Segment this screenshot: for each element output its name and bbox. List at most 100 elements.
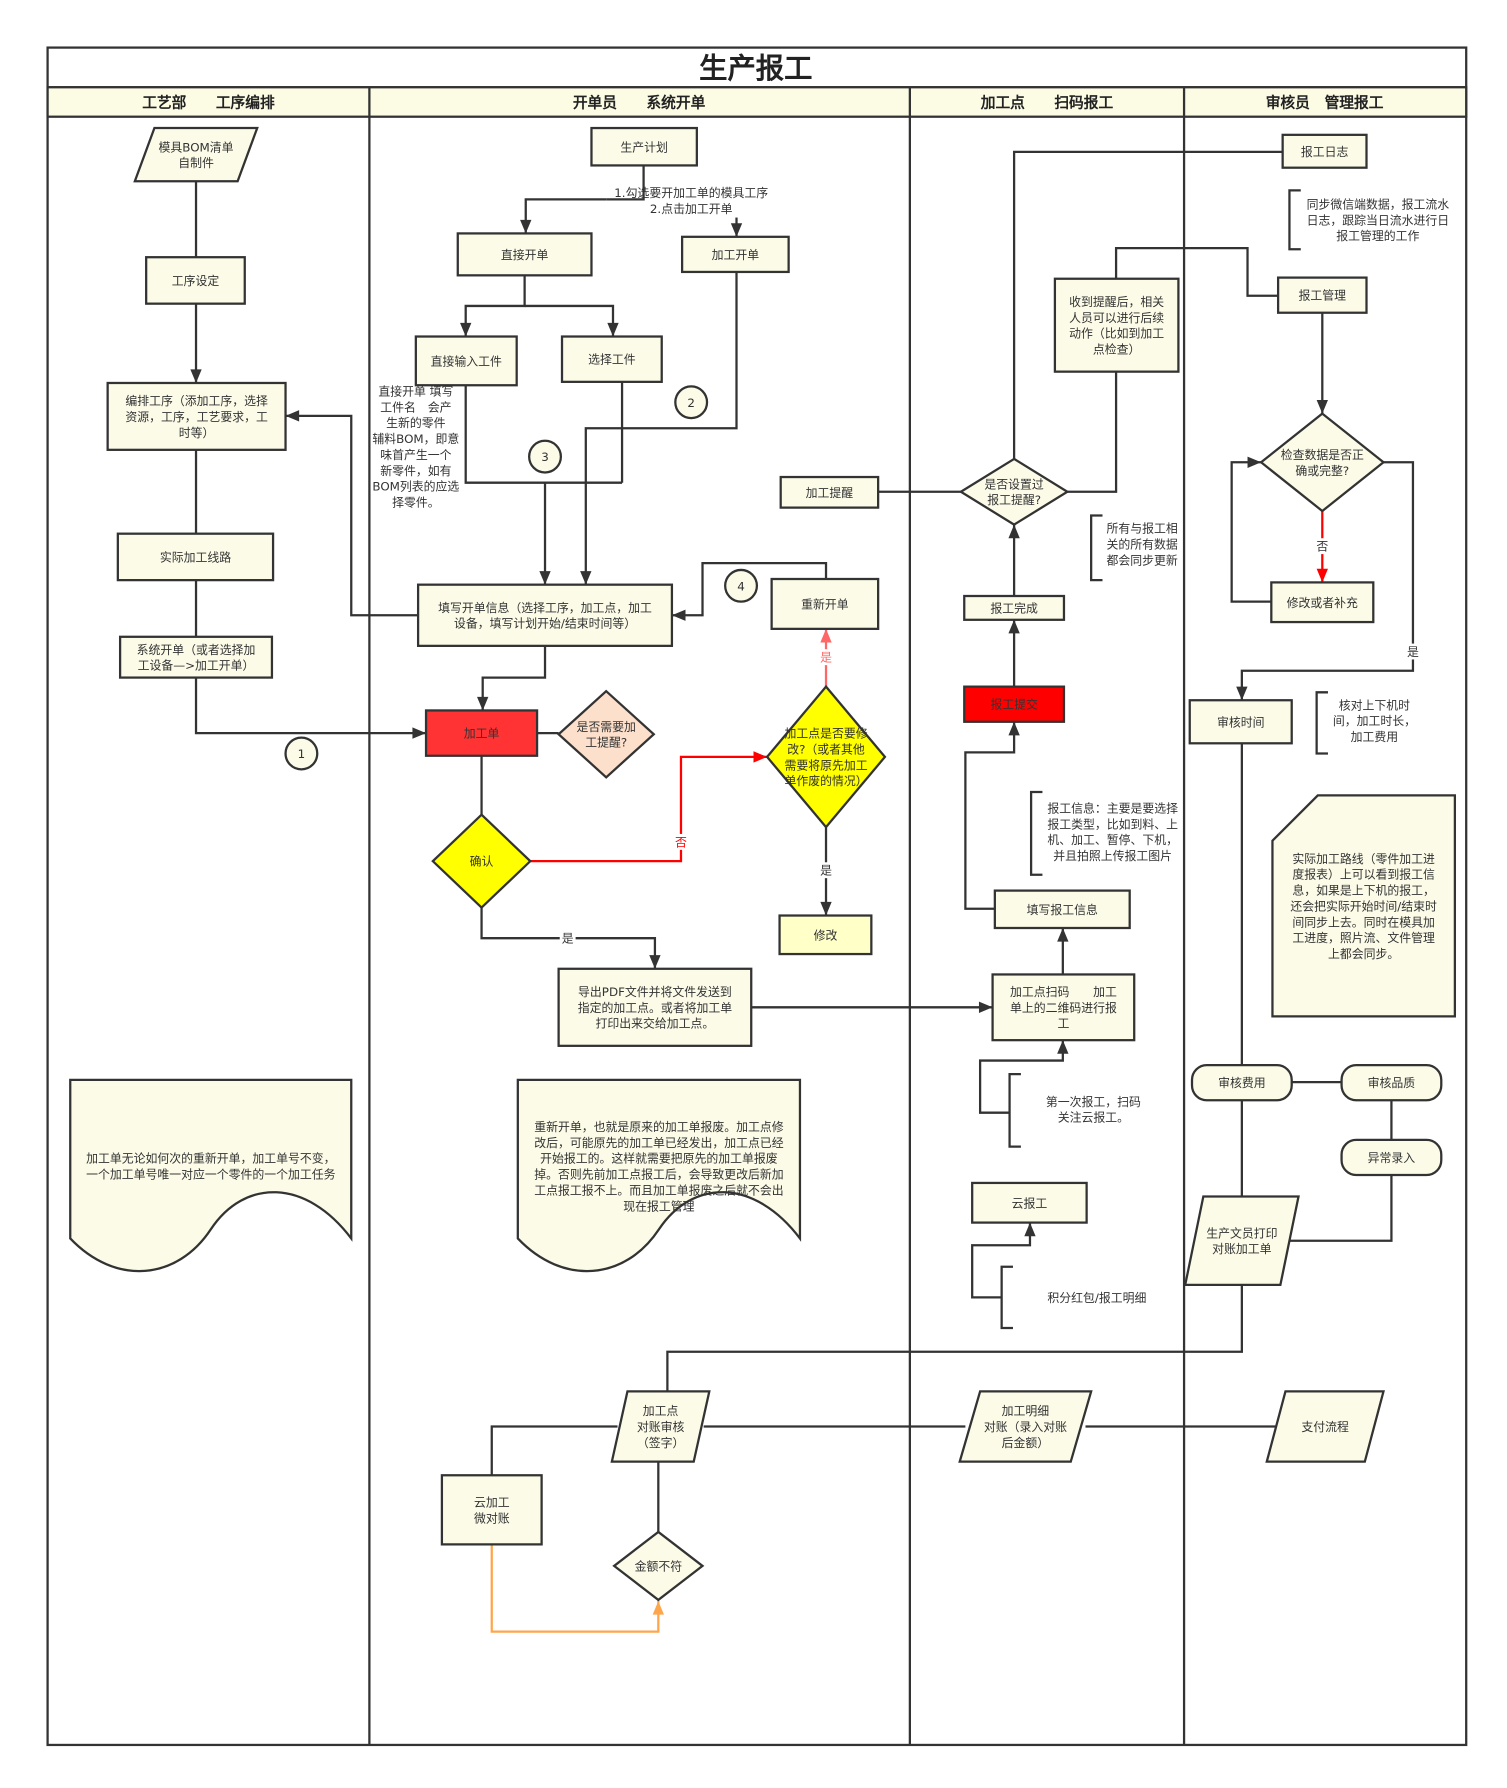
process-order-node[interactable] — [680, 235, 790, 274]
node-label: 工提醒? — [585, 736, 627, 750]
node-label: 度报表）上可以看到报工信 — [1292, 868, 1435, 882]
payment-node[interactable] — [1265, 1390, 1385, 1463]
node-label: 加工明细 — [1002, 1404, 1050, 1418]
node-label: 审核品质 — [1368, 1076, 1416, 1090]
annotation-text: BOM列表的应选 — [372, 480, 459, 494]
system-order-node[interactable] — [118, 635, 274, 679]
plan-node[interactable] — [590, 126, 698, 167]
node-label: 间同步上去。同时在模具加 — [1292, 915, 1435, 929]
node-label: 填写开单信息（选择工序，加工点，加工 — [438, 601, 652, 615]
print-recon-node[interactable] — [1183, 1195, 1300, 1287]
edge-label-yes: 是 — [1407, 645, 1419, 659]
arrow-head-icon — [1316, 399, 1328, 414]
flow-edge — [490, 1544, 660, 1633]
node-label: 打印出来交给加工点。 — [596, 1017, 715, 1031]
annotation-text: 并且拍照上传报工图片 — [1053, 849, 1172, 863]
arrow-head-icon — [671, 609, 686, 621]
flow-edge — [584, 271, 738, 585]
reorder-node[interactable] — [770, 577, 880, 630]
arrow-head-icon — [477, 696, 489, 711]
node-label: 云加工 — [474, 1495, 510, 1509]
arrange-process-node[interactable] — [106, 381, 287, 451]
cloud-report-node[interactable] — [971, 1181, 1088, 1224]
fill-order-node[interactable] — [416, 583, 674, 647]
node-label: 工进度，照片流、文件管理 — [1292, 931, 1435, 945]
node-label: 对账审核 — [637, 1420, 685, 1434]
annotation-text: 报工信息：主要是要选择 — [1047, 801, 1178, 815]
flow-edge — [606, 165, 645, 201]
audit-cost-node[interactable] — [1190, 1063, 1293, 1102]
annotation-text: 间，加工时长， — [1333, 714, 1416, 728]
annotation-bracket — [1090, 514, 1103, 582]
report-log-node[interactable] — [1281, 133, 1368, 169]
flow-edge — [1230, 461, 1272, 603]
bom-node[interactable] — [133, 126, 259, 183]
site-audit-node[interactable] — [610, 1390, 711, 1463]
annotation-text: 关的所有数据 — [1107, 537, 1178, 551]
node-label: 报工完成 — [990, 601, 1038, 615]
actual-route-node[interactable] — [116, 532, 275, 582]
flow-edge — [530, 755, 768, 863]
scan-node[interactable] — [991, 973, 1136, 1042]
after-reminder-node[interactable] — [1053, 277, 1180, 373]
confirm-node[interactable] — [431, 813, 532, 910]
annotation-text: 核对上下机时 — [1339, 698, 1410, 712]
arrow-head-icon — [520, 219, 532, 234]
reminder-node[interactable] — [779, 475, 880, 509]
annotation-bracket — [1315, 691, 1328, 755]
work-order-node[interactable] — [424, 709, 539, 757]
fix-node[interactable] — [1270, 581, 1375, 624]
direct-order-node[interactable] — [456, 232, 593, 277]
direct-input-node[interactable] — [414, 335, 518, 387]
doc-mid-node[interactable] — [516, 1078, 802, 1273]
lane-header-row — [46, 86, 1468, 118]
node-label: 工 — [1057, 1017, 1069, 1031]
modify-node[interactable] — [778, 914, 873, 956]
node-label: 报工提交 — [990, 698, 1038, 712]
arrow-head-icon — [1008, 524, 1020, 539]
node-label: 自制件 — [178, 156, 214, 170]
check-data-node[interactable] — [1259, 412, 1386, 513]
annotation-text: 报工管理的工作 — [1336, 229, 1419, 243]
modify-q-node[interactable] — [765, 684, 887, 829]
annotation-text: 味首产生一个 — [380, 448, 451, 462]
fill-report-node[interactable] — [993, 889, 1131, 930]
arrow-head-icon — [539, 571, 551, 585]
node-label: 重新开单 — [801, 597, 849, 611]
annotation-text: 所有与报工相 — [1107, 522, 1178, 536]
need-reminder-node[interactable] — [556, 689, 656, 779]
audit-quality-node[interactable] — [1340, 1063, 1443, 1102]
audit-time-node[interactable] — [1188, 699, 1293, 745]
node-label: 时等） — [179, 426, 215, 440]
report-done-node[interactable] — [963, 594, 1066, 621]
reminder-set-node[interactable] — [958, 457, 1070, 526]
amount-mismatch-node[interactable] — [612, 1530, 705, 1602]
annotation-text: 日志，跟踪当日流水进行日 — [1307, 213, 1450, 227]
select-part-node[interactable] — [560, 335, 663, 383]
node-label: 上都会同步。 — [1328, 947, 1399, 961]
node-label: 工序设定 — [172, 274, 220, 288]
node-label: 金额不符 — [635, 1559, 683, 1573]
node-label: 系统开单（或者选择加 — [137, 643, 256, 657]
report-mgmt-node[interactable] — [1276, 276, 1368, 314]
export-pdf-node[interactable] — [557, 967, 753, 1047]
node-label: 点检查） — [1093, 343, 1141, 357]
detail-recon-node[interactable] — [958, 1390, 1093, 1463]
node-label: 加工单无论如何次的重新开单，加工单号不变， — [86, 1152, 335, 1166]
exception-node[interactable] — [1340, 1138, 1443, 1177]
flow-edge — [671, 562, 828, 617]
process-setting-node[interactable] — [145, 256, 246, 305]
doc-left-node[interactable] — [69, 1078, 353, 1273]
node-label: 确认 — [470, 855, 494, 869]
node-label: 云报工 — [1012, 1196, 1048, 1210]
route-card-node[interactable] — [1271, 794, 1457, 1018]
arrow-head-icon — [1008, 721, 1020, 736]
node-label: 审核费用 — [1218, 1076, 1266, 1090]
flow-edge — [490, 1425, 618, 1476]
annotation-bracket — [1008, 1073, 1021, 1148]
node-label: 是否需要加 — [577, 720, 636, 734]
report-submit-node[interactable] — [963, 685, 1066, 723]
cloud-recon-node[interactable] — [440, 1474, 543, 1546]
arrow-head-icon — [649, 955, 661, 969]
flow-edge — [1286, 1175, 1393, 1242]
